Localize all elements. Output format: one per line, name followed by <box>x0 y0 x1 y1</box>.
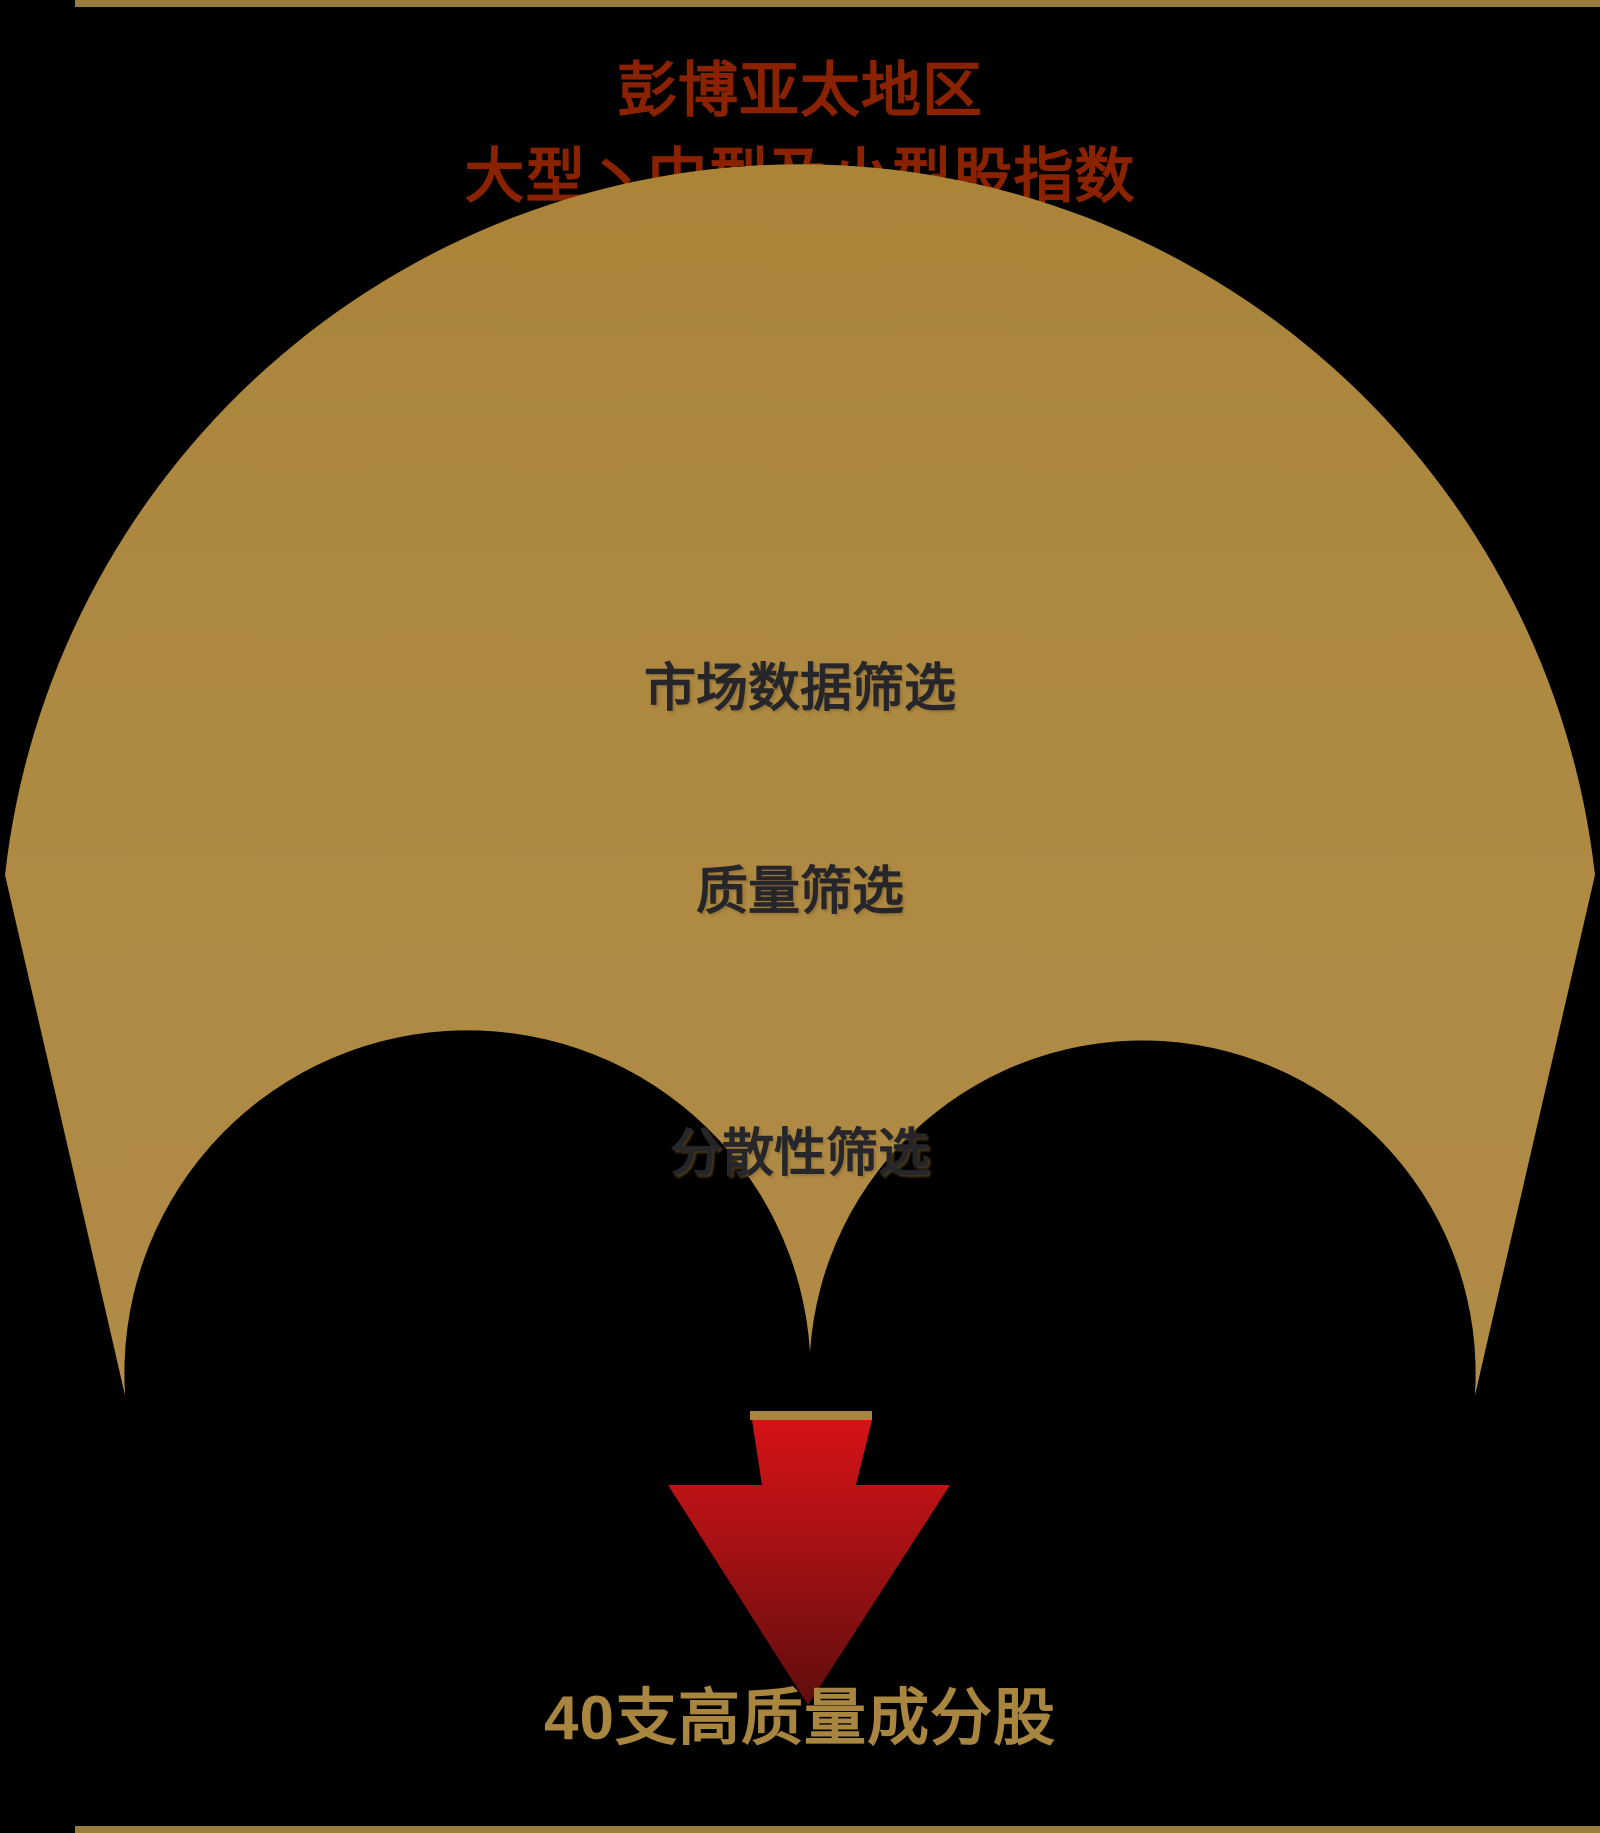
bottom-divider-rule <box>75 1826 1600 1833</box>
screening-funnel <box>5 164 1595 1395</box>
top-divider-rule <box>75 0 1600 7</box>
funnel-stage-label-quality: 质量筛选 <box>695 863 904 921</box>
result-caption: 40支高质量成分股 <box>544 1684 1056 1753</box>
red-down-arrow <box>668 1411 950 1705</box>
funnel-stage-label-diversification: 分散性筛选 <box>669 1125 930 1183</box>
funnel-stage-label-market-data: 市场数据筛选 <box>643 660 956 718</box>
